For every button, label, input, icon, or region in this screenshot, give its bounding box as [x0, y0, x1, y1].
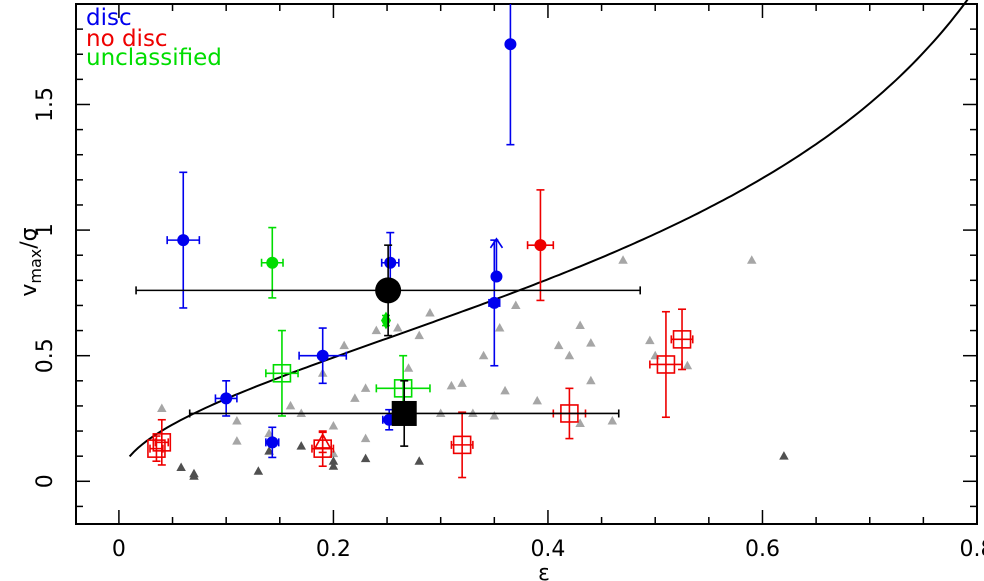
triangle-marker [403, 363, 414, 372]
triangle-marker [645, 335, 655, 345]
x-axis-label: ε [538, 561, 550, 581]
y-tick-label: 0.5 [33, 338, 58, 373]
triangle-marker [414, 330, 424, 340]
circle-marker [266, 256, 279, 269]
circle-marker [488, 296, 501, 309]
triangle-marker [478, 350, 489, 360]
triangle-marker [457, 378, 467, 387]
series-unclassified [380, 311, 391, 330]
circle-marker [266, 436, 279, 449]
open-square-marker [656, 355, 676, 374]
x-tick-label: 0.4 [530, 537, 565, 562]
triangle-marker [232, 416, 242, 425]
series-disc [166, 4, 517, 459]
y-axis-label: vmax/σ [17, 227, 45, 296]
model-curve-line [128, 0, 969, 458]
model-curve [128, 0, 969, 458]
circle-marker [490, 270, 503, 283]
legend-unclassified: unclassified [86, 45, 222, 71]
series-no-disc [526, 189, 555, 302]
triangle-marker [553, 340, 564, 350]
open-square-marker [452, 435, 472, 455]
open-square-marker [152, 433, 172, 452]
triangle-marker [425, 307, 435, 317]
triangle-marker [575, 418, 585, 428]
data-markers [135, 4, 789, 480]
series-no-disc [313, 431, 332, 454]
diamond-marker [380, 311, 391, 330]
open-square-marker [393, 379, 413, 398]
triangle-marker [328, 421, 339, 430]
triangle-marker [176, 462, 186, 471]
x-tick-label: 0.8 [960, 537, 984, 562]
triangle-marker [607, 416, 618, 425]
circle-marker [220, 392, 233, 405]
triangle-marker [414, 456, 424, 465]
y-axis-label-main: v [17, 284, 42, 297]
legend-disc: disc [86, 5, 132, 31]
open-square-marker [272, 363, 292, 383]
triangle-marker [618, 255, 628, 264]
triangle-marker [393, 323, 403, 332]
triangle-marker [494, 323, 505, 332]
legend-no-disc: no disc [86, 26, 168, 52]
circle-marker [316, 349, 329, 362]
triangle-marker [189, 471, 199, 480]
triangle-marker [232, 436, 242, 445]
circle-marker [177, 234, 190, 247]
triangle-marker [500, 385, 510, 395]
triangle-marker [586, 338, 596, 347]
open-square-marker [147, 439, 166, 458]
x-tick-label: 0 [112, 537, 126, 562]
big-circle-marker [375, 277, 402, 304]
lower-limit-arrow [489, 237, 504, 249]
plot-frame [75, 3, 978, 525]
triangle-marker [532, 395, 542, 405]
triangle-marker [779, 451, 789, 460]
triangle-marker [157, 403, 167, 412]
triangle-marker [339, 340, 349, 350]
triangle-marker [650, 350, 660, 360]
circle-marker [384, 256, 397, 269]
circle-marker [534, 239, 547, 252]
triangle-marker [264, 446, 274, 455]
series-stacked-no-disc [188, 380, 620, 447]
triangle-marker [296, 441, 306, 450]
y-tick-label: 1 [33, 223, 58, 237]
triangle-marker [371, 325, 382, 335]
triangle-marker [489, 410, 500, 420]
big-square-marker [391, 400, 417, 426]
y-tick-label: 0 [33, 474, 58, 488]
y-tick-label: 1.5 [33, 87, 58, 122]
open-square-marker [672, 330, 692, 349]
y-axis-label-tail: /σ [17, 227, 42, 248]
x-tick-label: 0.6 [745, 537, 780, 562]
open-triangle-marker [313, 432, 332, 449]
triangle-marker [747, 255, 757, 264]
triangle-marker [264, 428, 274, 438]
y-axis-label-sub: max [26, 249, 45, 284]
triangle-marker [586, 375, 596, 385]
series-unclassified [260, 226, 284, 299]
triangle-marker [446, 380, 457, 390]
series-comparison-dark [176, 441, 789, 480]
x-tick-label: 0.2 [316, 537, 351, 562]
triangle-marker [328, 461, 339, 470]
circle-marker [504, 38, 517, 51]
triangle-marker [511, 300, 521, 309]
triangle-marker [360, 433, 371, 443]
series-stacked-disc [135, 244, 641, 337]
triangle-marker [575, 320, 585, 330]
triangle-marker [350, 393, 360, 402]
axis-ticks: 0 0.2 0.4 0.6 0.8 0 0.5 1 1.5 [33, 4, 984, 562]
triangle-marker [253, 466, 264, 475]
triangle-marker [564, 350, 575, 360]
triangle-marker [360, 453, 371, 463]
triangle-marker [360, 383, 371, 392]
plot-border [75, 3, 978, 525]
triangle-marker [328, 456, 339, 465]
triangle-marker [285, 400, 296, 410]
triangle-marker [682, 360, 693, 370]
